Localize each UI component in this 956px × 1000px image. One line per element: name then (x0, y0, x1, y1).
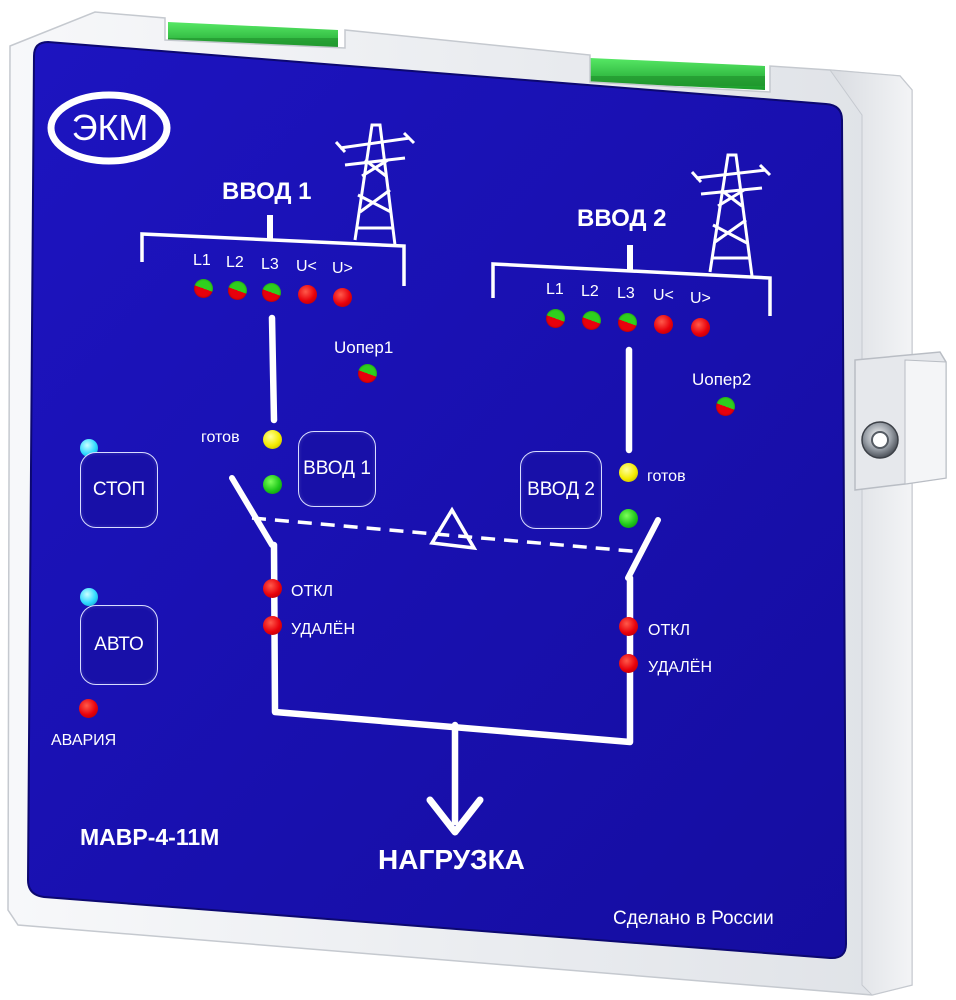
input1-ready-led (263, 430, 282, 449)
input2-off-label: ОТКЛ (648, 622, 691, 639)
model-label: МАВР-4-11М (80, 824, 220, 850)
input1-uoper-label: Uопер1 (334, 338, 394, 357)
terminal-block-right (590, 58, 765, 90)
input1-phase-label-l2: L2 (226, 254, 244, 271)
input1-remote-label: УДАЛЁН (291, 621, 356, 638)
input2-off-led (619, 617, 638, 636)
input2-led-l1 (546, 309, 565, 328)
input2-led-l3 (618, 313, 637, 332)
input1-off-label: ОТКЛ (291, 583, 334, 600)
input2-button[interactable]: ВВОД 2 (520, 451, 602, 529)
tower-2-icon (690, 153, 772, 277)
input2-uoper-led (716, 397, 735, 416)
interlock-triangle-icon (429, 506, 478, 551)
input2-phase-label-l1: L1 (546, 281, 564, 298)
input2-led-l2 (582, 311, 601, 330)
input1-remote-led (263, 616, 282, 635)
input1-uoper-led (358, 364, 377, 383)
input1-led-l3 (262, 283, 281, 302)
auto-button[interactable]: АВТО (80, 605, 158, 685)
input2-remote-label: УДАЛЁН (648, 659, 713, 676)
input1-phase-label-undervoltage: U< (296, 258, 317, 275)
alarm-led (79, 699, 98, 718)
input2-led-undervoltage (654, 315, 673, 334)
input2-phase-label-undervoltage: U< (653, 287, 674, 304)
input1-on-led (263, 475, 282, 494)
input2-title: ВВОД 2 (577, 205, 667, 232)
input2-phase-label-overvoltage: U> (690, 290, 711, 307)
input2-uoper-label: Uопер2 (692, 370, 752, 389)
input2-led-overvoltage (691, 318, 710, 337)
load-arrow-icon (426, 796, 484, 836)
input1-phase-label-l3: L3 (261, 256, 279, 273)
load-label: НАГРУЗКА (378, 844, 525, 875)
side-latch (854, 351, 947, 491)
input1-phase-label-l1: L1 (193, 252, 211, 269)
input2-remote-led (619, 654, 638, 673)
made-in-label: Сделано в России (613, 908, 774, 929)
stop-button[interactable]: СТОП (80, 452, 158, 528)
input2-phase-label-l2: L2 (581, 283, 599, 300)
input1-ready-label: готов (201, 429, 240, 446)
ekm-logo-oval (47, 91, 171, 165)
input1-led-overvoltage (333, 288, 352, 307)
auto-indicator-led (80, 588, 98, 606)
input1-phase-label-overvoltage: U> (332, 260, 353, 277)
input1-led-l1 (194, 279, 213, 298)
input1-off-led (263, 579, 282, 598)
input1-led-l2 (228, 281, 247, 300)
alarm-label: АВАРИЯ (51, 732, 117, 749)
input2-phase-label-l3: L3 (617, 285, 635, 302)
input1-led-undervoltage (298, 285, 317, 304)
tower-1-icon (334, 123, 416, 246)
input1-button[interactable]: ВВОД 1 (298, 431, 376, 507)
input2-busbar (491, 262, 772, 316)
input2-ready-label: готов (647, 468, 686, 485)
input2-on-led (619, 509, 638, 528)
input2-ready-led (619, 463, 638, 482)
input1-title: ВВОД 1 (222, 178, 312, 205)
ekm-logo: ЭКМ (71, 107, 149, 148)
